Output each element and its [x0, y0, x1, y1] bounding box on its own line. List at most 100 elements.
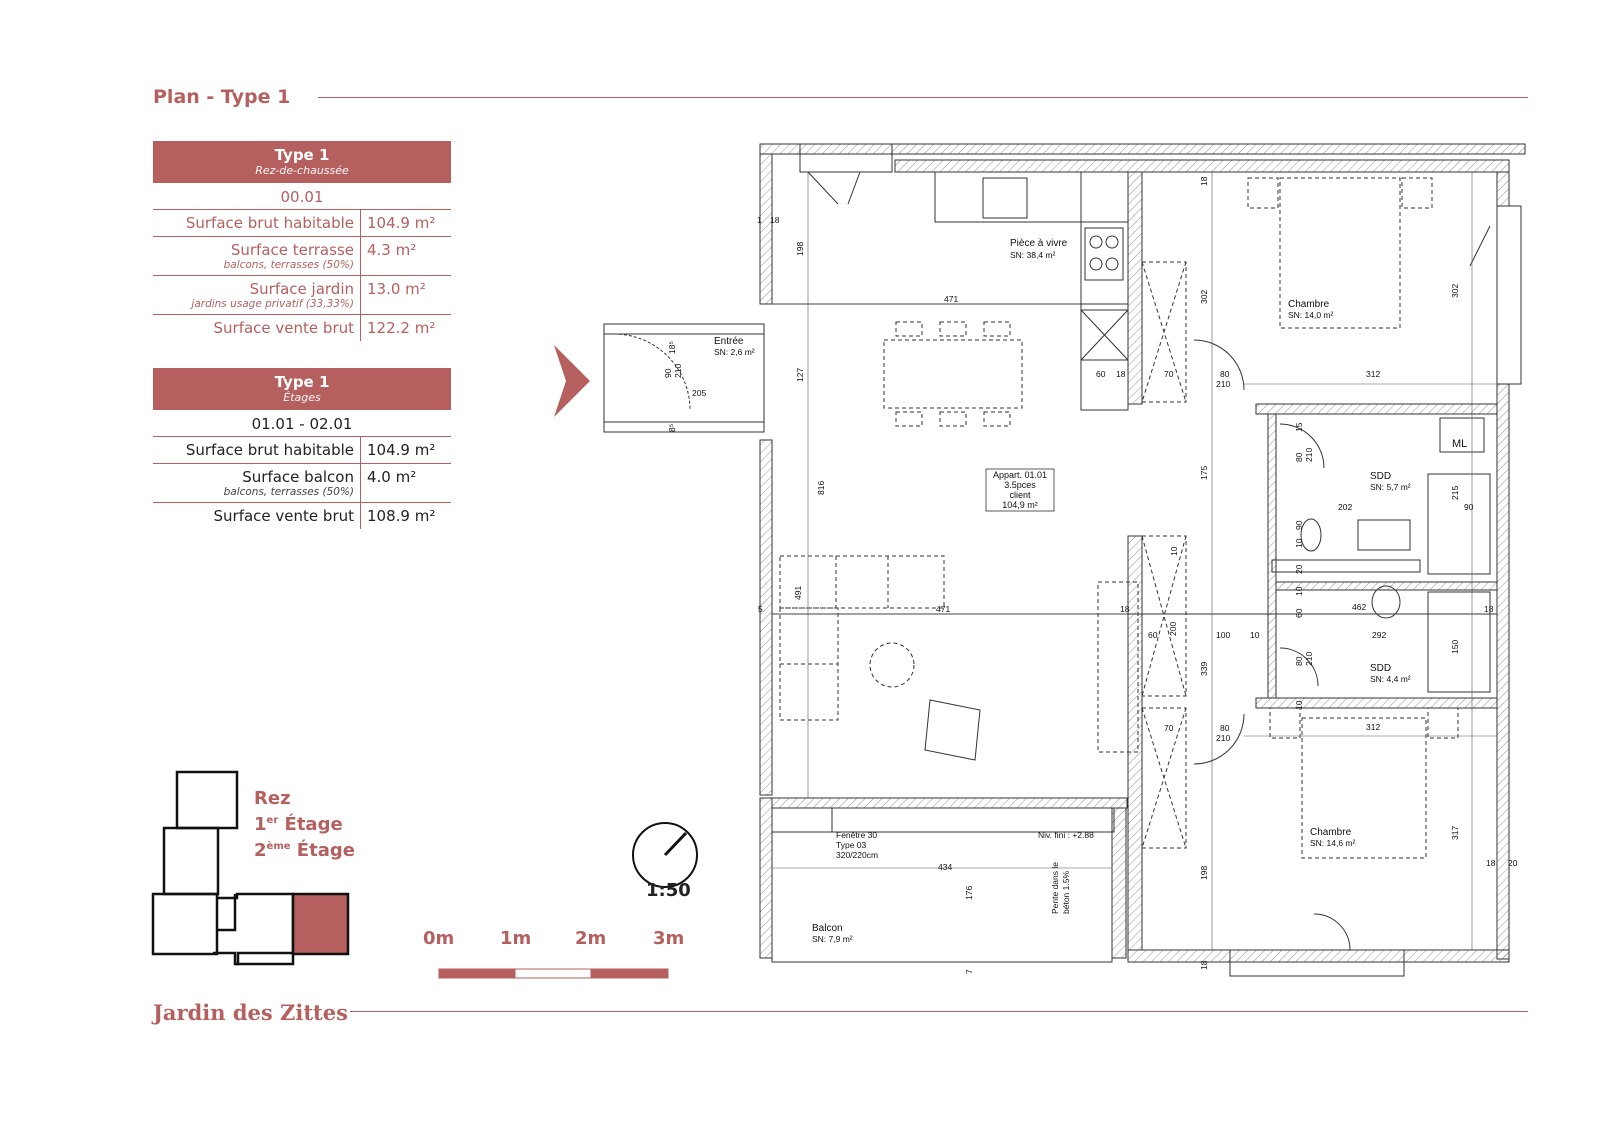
- dimension-label: 5: [758, 604, 763, 614]
- dimension-label: 1: [757, 215, 762, 225]
- apartment-code: 00.01: [153, 183, 451, 210]
- sdd-1-label: SDD: [1370, 471, 1391, 482]
- wall-sdd-top: [1255, 403, 1498, 415]
- dimension-label: 100: [1216, 630, 1230, 640]
- dimension-label: 205: [692, 388, 706, 398]
- dimension-label: 210: [673, 364, 683, 378]
- sdd-2-label: SDD: [1370, 663, 1391, 674]
- dimension-label: 292: [1372, 630, 1386, 640]
- dimension-label: 202: [1338, 502, 1352, 512]
- north-compass-icon: [632, 822, 698, 888]
- dimension-label: 60: [1148, 630, 1158, 640]
- dimension-label: 80: [1294, 656, 1304, 666]
- dimension-label: 175: [1199, 466, 1209, 480]
- entry-vestibule: [603, 323, 765, 433]
- table-subtitle: Étages: [283, 391, 321, 404]
- floor-rez: Rez: [254, 788, 291, 809]
- dimension-label: 10: [1169, 546, 1179, 556]
- wall-mid-vertical: [1127, 171, 1143, 405]
- dimension-label: 18: [1199, 176, 1209, 186]
- sdd-1-sn: SN: 5,7 m²: [1370, 482, 1411, 492]
- dimension-label: 312: [1366, 722, 1380, 732]
- dimension-label: 10: [1294, 586, 1304, 596]
- dimension-label: 471: [936, 604, 950, 614]
- table-header: Type 1 Rez-de-chaussée: [153, 141, 451, 183]
- dimension-label: 210: [1216, 733, 1230, 743]
- floor-plan: Pièce à vivre SN: 38,4 m² Entrée SN: 2,6…: [603, 143, 1526, 977]
- surface-table-etages: Type 1 Étages 01.01 - 02.01 Surface brut…: [153, 368, 451, 529]
- row-sublabel: balcons, terrasses (50%): [223, 486, 354, 498]
- window-note: Fenêtre 30: [836, 830, 877, 840]
- table-subtitle: Rez-de-chaussée: [255, 164, 349, 177]
- dimension-label: 15: [1294, 422, 1304, 432]
- row-value: 108.9 m²: [367, 507, 436, 525]
- apartment-box-line: 3.5pces: [1004, 480, 1036, 490]
- wall-right: [1496, 171, 1510, 207]
- living-room-sn: SN: 38,4 m²: [1010, 250, 1056, 260]
- dimension-label: 7: [964, 969, 974, 974]
- table-row: Surface brut habitable 104.9 m²: [153, 210, 451, 237]
- table-header: Type 1 Étages: [153, 368, 451, 410]
- floor-second: 2ème Étage: [254, 840, 355, 861]
- dimension-label: 150: [1450, 640, 1460, 654]
- row-value: 104.9 m²: [367, 214, 436, 232]
- table-row: Surface brut habitable 104.9 m²: [153, 437, 451, 464]
- dimension-label: 10: [1294, 700, 1304, 710]
- wall-sdd-bottom: [1255, 697, 1498, 709]
- dimension-label: 127: [795, 368, 805, 382]
- dimension-label: 10: [1250, 630, 1260, 640]
- wall-right-lower: [1496, 383, 1510, 960]
- row-label: Surface vente brut: [213, 319, 354, 337]
- apartment-box-line: Appart. 01.01: [993, 470, 1047, 480]
- level-note: Niv. fini : +2.88: [1038, 830, 1094, 840]
- dimension-label: 18: [1199, 960, 1209, 970]
- balcony-label: Balcon: [812, 923, 843, 934]
- dimension-label: 70: [1164, 369, 1174, 379]
- wall-bottom-right: [1127, 949, 1510, 963]
- balcony-sn: SN: 7,9 m²: [812, 934, 853, 944]
- table-row: Surface vente brut 108.9 m²: [153, 503, 451, 529]
- apartment-box-line: client: [1009, 490, 1031, 500]
- bedroom-1-label: Chambre: [1288, 299, 1330, 310]
- scale-label-0: 0m: [423, 928, 455, 949]
- dimension-label: 176: [964, 886, 974, 900]
- kitchen-column: [1080, 221, 1129, 411]
- scale-label-3: 3m: [653, 928, 685, 949]
- dimension-label: 198: [795, 242, 805, 256]
- window-note: Type 03: [836, 840, 867, 850]
- surface-table-rez: Type 1 Rez-de-chaussée 00.01 Surface bru…: [153, 141, 451, 341]
- dimension-label: 198: [1199, 866, 1209, 880]
- row-label: Surface balcon: [242, 468, 354, 486]
- building-key-plan: [151, 770, 350, 966]
- floor-first: 1er Étage: [254, 814, 343, 835]
- wall-left-lower: [759, 439, 773, 796]
- kitchen-sink: [982, 177, 1028, 219]
- wall-top-inner: [894, 159, 1510, 173]
- dimension-label: 210: [1304, 448, 1314, 462]
- row-value: 4.3 m²: [367, 241, 417, 259]
- dimension-label: 210: [1304, 652, 1314, 666]
- dimension-label: 90: [1464, 502, 1474, 512]
- page-title: Plan - Type 1: [153, 86, 291, 108]
- dimension-label: 339: [1199, 662, 1209, 676]
- window-note: 320/220cm: [836, 850, 878, 860]
- row-value: 4.0 m²: [367, 468, 417, 486]
- dimension-label: 18⁵: [667, 341, 677, 354]
- dimension-label: 80: [1220, 723, 1230, 733]
- wall-top: [759, 143, 1526, 155]
- row-sublabel: jardins usage privatif (33,33%): [191, 298, 354, 310]
- row-label: Surface vente brut: [213, 507, 354, 525]
- dimension-label: 317: [1450, 826, 1460, 840]
- living-room-label: Pièce à vivre: [1010, 238, 1068, 249]
- apartment-code: 01.01 - 02.01: [153, 410, 451, 437]
- dimension-label: 302: [1450, 284, 1460, 298]
- dimension-label: 491: [793, 586, 803, 600]
- scale-label-2: 2m: [575, 928, 607, 949]
- row-label: Surface brut habitable: [185, 214, 354, 232]
- footer-title: Jardin des Zittes: [153, 1000, 348, 1025]
- floor-legend: Rez 1er Étage 2ème Étage: [254, 788, 355, 862]
- dimension-label: 80: [1220, 369, 1230, 379]
- scale-label-1: 1m: [500, 928, 532, 949]
